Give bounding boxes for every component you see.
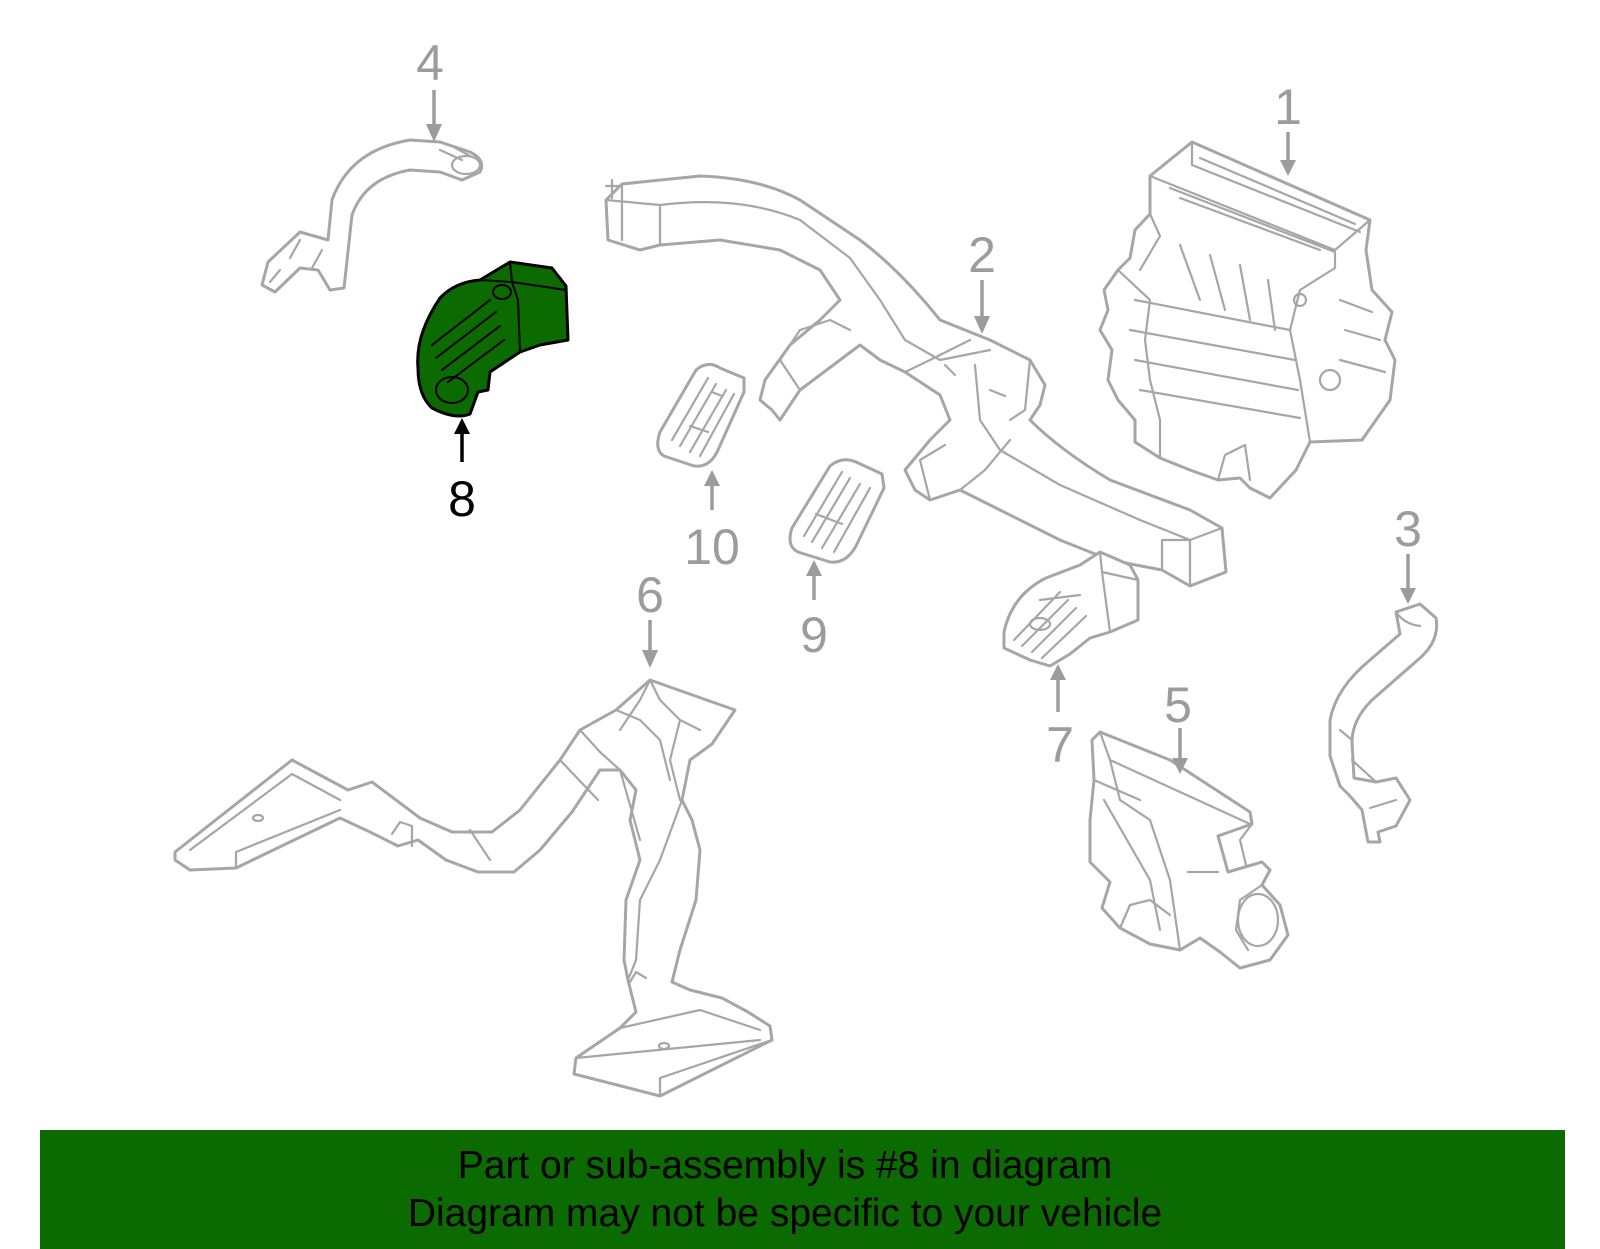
callout-2-label: 2 — [968, 227, 996, 283]
callout-4-label: 4 — [416, 35, 444, 91]
callout-9-label: 9 — [800, 607, 828, 663]
part-5-floor-duct[interactable] — [1088, 730, 1290, 970]
callout-8-arrowhead-icon — [454, 418, 470, 434]
callout-8: 8 — [448, 418, 476, 527]
callout-9: 9 — [800, 560, 828, 663]
callout-5-label: 5 — [1164, 677, 1192, 733]
callout-9-arrowhead-icon — [806, 560, 822, 576]
callout-1: 1 — [1274, 79, 1302, 176]
part-3-duct[interactable] — [1328, 602, 1439, 844]
part-7-vent[interactable] — [1002, 550, 1140, 668]
part-6-tunnel-duct[interactable] — [173, 678, 774, 1098]
callout-3-arrowhead-icon — [1400, 588, 1416, 604]
part-4-duct[interactable] — [260, 138, 484, 294]
callout-10: 10 — [684, 470, 740, 575]
callout-7-arrowhead-icon — [1050, 664, 1066, 680]
info-banner: Part or sub-assembly is #8 in diagram Di… — [40, 1130, 1565, 1249]
callout-8-label: 8 — [448, 471, 476, 527]
part-8-vent-highlighted[interactable] — [416, 260, 570, 418]
callout-2-arrowhead-icon — [974, 316, 990, 334]
callout-5: 5 — [1164, 677, 1192, 774]
callout-6: 6 — [636, 567, 664, 668]
callout-10-label: 10 — [684, 519, 740, 575]
callout-3: 3 — [1394, 501, 1422, 604]
callout-7: 7 — [1046, 664, 1074, 773]
callout-7-label: 7 — [1046, 717, 1074, 773]
banner-disclaimer: Diagram may not be specific to your vehi… — [407, 1192, 1163, 1235]
callout-1-arrowhead-icon — [1280, 160, 1296, 176]
parts-diagram: 1 2 3 4 5 6 7 8 9 — [173, 35, 1439, 1098]
part-2-main-duct[interactable] — [604, 174, 1228, 588]
callout-3-label: 3 — [1394, 501, 1422, 557]
callout-10-arrowhead-icon — [704, 470, 720, 486]
banner-part-note: Part or sub-assembly is #8 in diagram — [457, 1144, 1113, 1187]
callout-6-label: 6 — [636, 567, 664, 623]
callout-1-label: 1 — [1274, 79, 1302, 135]
callout-2: 2 — [968, 227, 996, 334]
callout-4-arrowhead-icon — [426, 124, 442, 142]
callout-5-arrowhead-icon — [1172, 758, 1188, 774]
callout-4: 4 — [416, 35, 444, 142]
part-1-hvac-housing[interactable] — [1098, 140, 1397, 500]
part-10-vent[interactable] — [656, 363, 746, 468]
part-9-vent[interactable] — [788, 458, 886, 564]
callout-6-arrowhead-icon — [642, 650, 658, 668]
